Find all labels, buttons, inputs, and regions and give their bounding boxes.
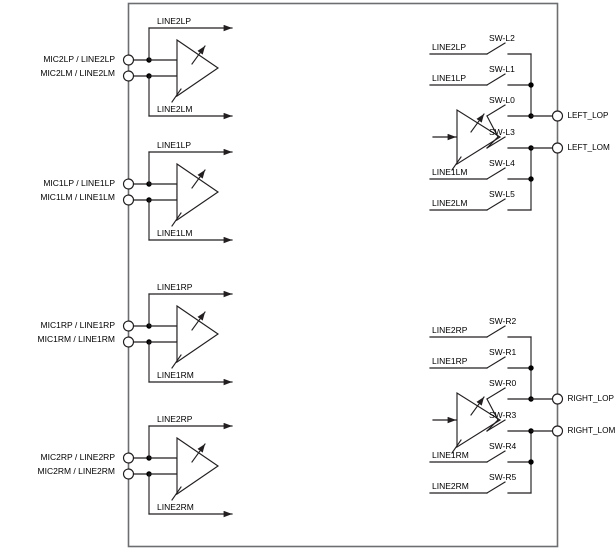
output-block-right-sw-r0-label: SW-R0 <box>489 378 517 388</box>
output-block-left-sw-l5-label: SW-L5 <box>489 189 515 199</box>
output-block-right-sw-r0-amp-feed <box>486 398 499 421</box>
output-block-right-sw-r1-label: SW-R1 <box>489 347 517 357</box>
output-block-right-sw-r4-blade <box>486 450 506 463</box>
output-block-left-bus-node-p1 <box>528 82 534 88</box>
input-block-1l-pin-label-top: MIC1LP / LINE1LP <box>43 178 115 188</box>
input-block-1r-pin-bottom-terminal <box>122 336 135 348</box>
input-block-2l-pin-label-bottom: MIC2LM / LINE2LM <box>40 67 115 78</box>
input-block-2r-pin-top-terminal <box>122 452 135 464</box>
input-block-2r-output-label-top: LINE2RP <box>157 414 193 424</box>
output-block-left-gain-arrow <box>470 113 485 133</box>
input-block-1r-pin-label-bottom: MIC1RM / LINE1RM <box>37 333 115 344</box>
output-block-left-out-p-terminal <box>551 110 564 122</box>
output-block-left-sw-l5-blade <box>486 198 506 211</box>
input-block-1l-amplifier-symbol <box>176 162 220 222</box>
output-block-right-sw-r5-blade <box>486 481 506 494</box>
input-block-2l-pin-bottom-terminal <box>122 70 135 82</box>
output-block-right-sw-r2-signal-label: LINE2RP <box>432 325 468 335</box>
output-block-left-sw-l4-blade <box>486 167 506 180</box>
output-block-right-sw-r0-blade <box>486 387 506 400</box>
input-block-1l-pin-top-terminal <box>122 178 135 190</box>
input-block-1l-pin-label-bottom: MIC1LM / LINE1LM <box>40 191 115 202</box>
input-block-1l-pin-bottom-terminal <box>122 194 135 206</box>
input-block-2l-pin-top-terminal <box>122 54 135 66</box>
output-block-left-out-m-terminal <box>551 142 564 154</box>
output-block-left-sw-l3-blade <box>486 136 506 149</box>
output-block-right-amplifier-symbol <box>456 391 502 449</box>
input-block-1l-output-label-top: LINE1LP <box>157 140 192 150</box>
input-block-2l-amplifier-symbol <box>176 38 220 98</box>
output-block-left-sw-l0-amp-feed <box>486 115 499 138</box>
output-block-left-amplifier-symbol <box>456 108 502 166</box>
output-block-left-out-p-label: LEFT_LOP <box>567 110 609 120</box>
input-block-2l-pin-label-top: MIC2LP / LINE2LP <box>43 54 115 64</box>
output-block-right-sw-r4-label: SW-R4 <box>489 441 517 451</box>
output-block-right-sw-r5-label: SW-R5 <box>489 472 517 482</box>
output-block-left-amp-tail <box>451 156 462 171</box>
input-block-1r-gain-arrow <box>191 311 206 331</box>
output-block-left-sw-l1-label: SW-L1 <box>489 64 515 74</box>
output-block-left-out-m-label: LEFT_LOM <box>567 142 610 152</box>
input-block-1r-output-label-bottom: LINE1RM <box>157 370 194 380</box>
output-block-left-sw-l2-blade <box>486 42 506 55</box>
input-block-1r-output-label-top: LINE1RP <box>157 282 193 292</box>
output-block-left-sw-l0-label: SW-L0 <box>489 95 515 105</box>
output-block-right-bus-node-m2 <box>528 459 534 465</box>
output-block-right-sw-r3-blade <box>486 419 506 432</box>
output-block-left-sw-l4-signal-label: LINE1LM <box>432 167 468 177</box>
output-block-right-sw-r3-amp-feed <box>486 419 499 432</box>
input-block-1l-output-label-bottom: LINE1LM <box>157 228 193 238</box>
input-block-2r-amplifier-symbol <box>176 436 220 496</box>
output-block-left-sw-l3-label: SW-L3 <box>489 127 515 137</box>
output-block-right-out-p-label: RIGHT_LOP <box>567 393 614 403</box>
output-block-right-bus-node-p1 <box>528 365 534 371</box>
input-block-2r-amp-tail <box>171 486 182 501</box>
input-block-2r-gain-arrow <box>191 443 206 463</box>
output-block-right-out-m-label: RIGHT_LOM <box>567 425 615 435</box>
input-block-1r-pin-label-top: MIC1RP / LINE1RP <box>40 320 115 330</box>
device-boundary <box>127 2 559 548</box>
input-block-2r-pin-label-top: MIC2RP / LINE2RP <box>40 452 115 462</box>
input-block-2l-gain-arrow <box>191 45 206 65</box>
output-block-left-sw-l3-amp-feed <box>486 136 499 149</box>
input-block-1l-gain-arrow <box>191 169 206 189</box>
output-block-left-sw-l5-signal-label: LINE2LM <box>432 198 468 208</box>
output-block-left-sw-l4-label: SW-L4 <box>489 158 515 168</box>
output-block-right-out-p-terminal <box>551 393 564 405</box>
output-block-right-out-m-terminal <box>551 425 564 437</box>
output-block-right-sw-r1-signal-label: LINE1RP <box>432 356 468 366</box>
output-block-right-sw-r5-signal-label: LINE2RM <box>432 481 469 491</box>
input-block-2r-pin-label-bottom: MIC2RM / LINE2RM <box>37 465 115 476</box>
output-block-right-amp-tail <box>451 439 462 454</box>
output-block-right-sw-r4-signal-label: LINE1RM <box>432 450 469 460</box>
output-block-right-gain-arrow <box>470 396 485 416</box>
output-block-left-sw-l1-signal-label: LINE1LP <box>432 73 467 83</box>
output-block-left-sw-l2-signal-label: LINE2LP <box>432 42 467 52</box>
output-block-left-sw-l2-label: SW-L2 <box>489 33 515 43</box>
output-block-right-sw-r1-blade <box>486 356 506 369</box>
output-block-left-sw-l1-blade <box>486 73 506 86</box>
input-block-2l-output-label-top: LINE2LP <box>157 16 192 26</box>
input-block-2l-amp-tail <box>171 88 182 103</box>
output-block-left-bus-node-m2 <box>528 176 534 182</box>
input-block-2l-output-label-bottom: LINE2LM <box>157 104 193 114</box>
input-block-2r-pin-bottom-terminal <box>122 468 135 480</box>
output-block-right-sw-r3-label: SW-R3 <box>489 410 517 420</box>
output-block-left-sw-l0-blade <box>486 104 506 117</box>
output-block-right-sw-r2-blade <box>486 325 506 338</box>
output-block-right-sw-r2-label: SW-R2 <box>489 316 517 326</box>
input-block-1r-pin-top-terminal <box>122 320 135 332</box>
input-block-1r-amp-tail <box>171 354 182 369</box>
input-block-1r-amplifier-symbol <box>176 304 220 364</box>
input-block-2r-output-label-bottom: LINE2RM <box>157 502 194 512</box>
input-block-1l-amp-tail <box>171 212 182 227</box>
